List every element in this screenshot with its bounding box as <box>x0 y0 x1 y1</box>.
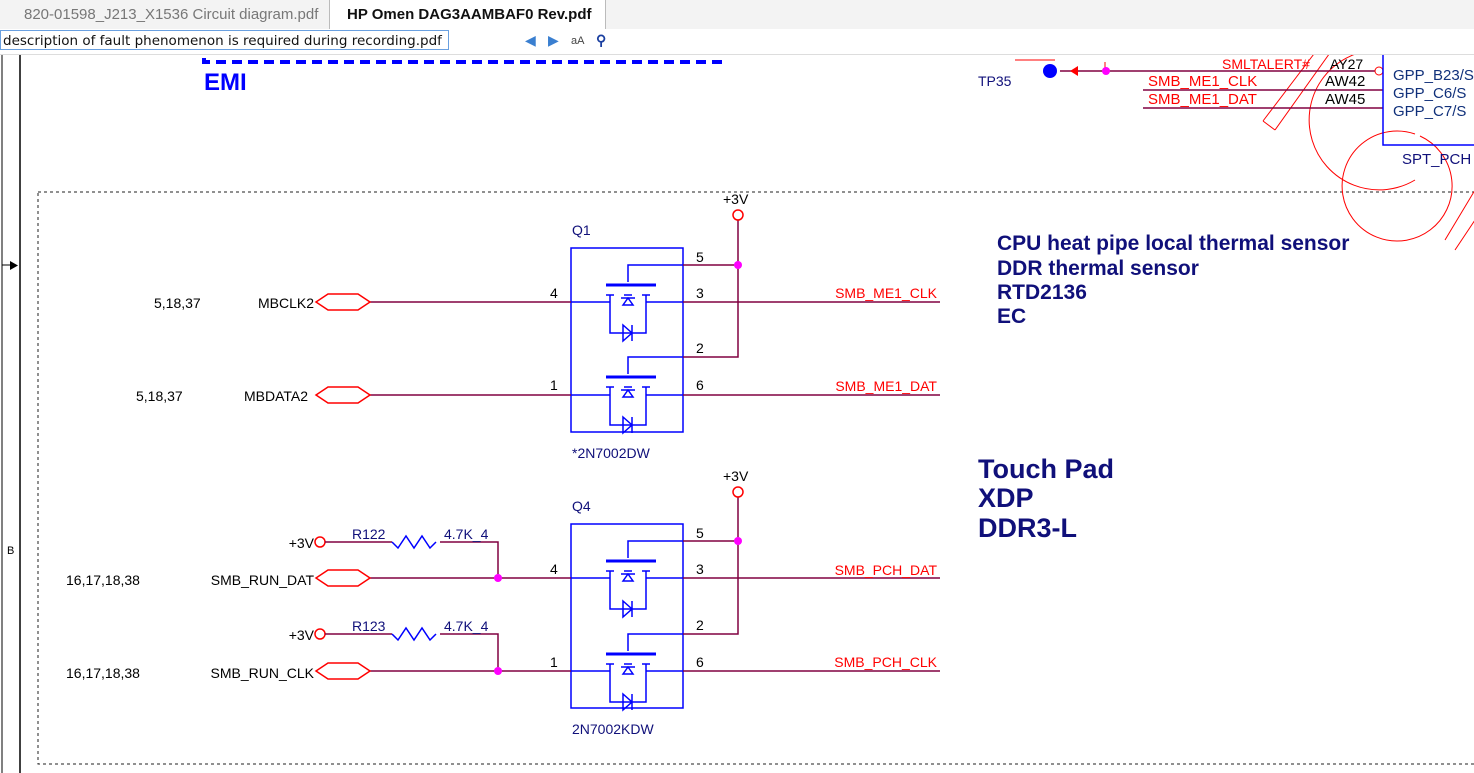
page-refs: 5,18,37 <box>136 388 183 404</box>
sheet-border: B <box>1 54 1474 773</box>
pch-section: TP35 SMLTALERT# AY27 SMB_ME1_CLK SMB_ME1… <box>978 45 1474 251</box>
pin-number: 1 <box>550 654 558 670</box>
find-next-button[interactable]: ▶ <box>548 32 559 48</box>
offpage-connector <box>314 293 372 404</box>
pin-number: 6 <box>696 654 704 670</box>
testpoint-dot <box>1043 64 1057 78</box>
notes-block-1: CPU heat pipe local thermal sensor DDR t… <box>997 232 1349 328</box>
zone-label: B <box>7 545 14 557</box>
component-value: 4.7K_4 <box>444 526 489 542</box>
pin-number: 3 <box>696 285 704 301</box>
tab-bar: 820-01598_J213_X1536 Circuit diagram.pdf… <box>0 0 1474 30</box>
find-previous-button[interactable]: ◀ <box>525 32 536 48</box>
pin-number: 1 <box>550 377 558 393</box>
supply-label: +3V <box>289 535 315 551</box>
junction-dot <box>494 574 502 582</box>
net-label: SMB_RUN_CLK <box>211 665 315 681</box>
resistor-r122: +3V R122 4.7K_4 <box>289 526 502 582</box>
note-line: Touch Pad <box>978 454 1114 484</box>
match-case-button[interactable]: aA <box>571 35 585 47</box>
pin-number: 3 <box>696 561 704 577</box>
junction-dot <box>734 537 742 545</box>
q1-circuit: Q1 +3V 4 1 5 3 2 6 *2N7002DW 5,18,37 MBC… <box>136 191 940 461</box>
part-number: 2N7002KDW <box>572 721 654 737</box>
pin-number: 5 <box>696 249 704 265</box>
component-ref: R123 <box>352 618 386 634</box>
pin-number: 6 <box>696 377 704 393</box>
net-label: SMB_RUN_DAT <box>211 572 315 588</box>
testpoint-label: TP35 <box>978 73 1012 89</box>
pin-number: 2 <box>696 340 704 356</box>
chip-label: SPT_PCH <box>1402 151 1471 168</box>
gpp-label: GPP_B23/S <box>1393 67 1474 84</box>
supply-label: +3V <box>289 627 315 643</box>
signal-arrow-icon <box>1070 66 1078 76</box>
page-refs: 16,17,18,38 <box>66 665 140 681</box>
page-refs: 5,18,37 <box>154 295 201 311</box>
zone-arrow-icon <box>10 261 18 270</box>
emi-label: EMI <box>204 69 247 96</box>
resistor-r123: +3V R123 4.7K_4 <box>289 618 502 675</box>
junction-dot <box>734 261 742 269</box>
q1-box <box>570 247 684 433</box>
pin-label: AY27 <box>1330 56 1363 72</box>
junction-dot <box>494 667 502 675</box>
q4-circuit: Q4 +3V 4 1 5 3 2 6 2N7002KDW 16,17,18,38… <box>66 468 940 737</box>
search-input[interactable]: description of fault phenomenon is requi… <box>0 30 449 50</box>
resistor-symbol <box>391 534 437 550</box>
supply-label: +3V <box>723 191 749 207</box>
component-ref: R122 <box>352 526 386 542</box>
note-line: XDP <box>978 483 1034 513</box>
tab-circuit-diagram[interactable]: 820-01598_J213_X1536 Circuit diagram.pdf <box>0 0 330 29</box>
q4-box <box>570 523 684 709</box>
net-label: SMB_ME1_CLK <box>835 285 938 301</box>
component-value: 4.7K_4 <box>444 618 489 634</box>
supply-label: +3V <box>723 468 749 484</box>
resistor-symbol <box>391 626 437 642</box>
net-label: SMB_ME1_DAT <box>835 378 937 394</box>
junction-dot <box>1102 67 1110 75</box>
note-line: EC <box>997 305 1026 328</box>
note-line: RTD2136 <box>997 281 1087 304</box>
note-line: DDR3-L <box>978 513 1077 543</box>
binoculars-icon[interactable]: ⚲ <box>596 32 607 48</box>
component-ref: Q4 <box>572 498 591 514</box>
pin-number: 5 <box>696 525 704 541</box>
component-ref: Q1 <box>572 222 591 238</box>
note-line: DDR thermal sensor <box>997 257 1199 280</box>
pin-number: 2 <box>696 617 704 633</box>
net-label: SMB_PCH_CLK <box>834 654 937 670</box>
page-refs: 16,17,18,38 <box>66 572 140 588</box>
pin-label: AW42 <box>1325 73 1365 90</box>
tab-hp-omen[interactable]: HP Omen DAG3AAMBAF0 Rev.pdf <box>330 0 606 29</box>
notes-block-2: Touch Pad XDP DDR3-L <box>978 454 1114 543</box>
part-number: *2N7002DW <box>572 445 651 461</box>
find-toolbar: description of fault phenomenon is requi… <box>0 29 1474 55</box>
pin-number: 4 <box>550 285 558 301</box>
net-label: SMB_ME1_CLK <box>1148 73 1257 90</box>
pin-label: AW45 <box>1325 91 1365 108</box>
note-line: CPU heat pipe local thermal sensor <box>997 232 1349 255</box>
gpp-label: GPP_C7/S <box>1393 103 1466 120</box>
emi-block: EMI <box>202 56 722 96</box>
net-label: SMB_PCH_DAT <box>835 562 938 578</box>
net-label: SMLTALERT# <box>1222 56 1310 72</box>
net-label: SMB_ME1_DAT <box>1148 91 1257 108</box>
net-label: MBCLK2 <box>258 295 314 311</box>
gpp-label: GPP_C6/S <box>1393 85 1466 102</box>
pin-number: 4 <box>550 561 558 577</box>
section-dashed-box <box>37 191 1474 765</box>
offpage-connector <box>314 569 372 680</box>
net-label: MBDATA2 <box>244 388 308 404</box>
